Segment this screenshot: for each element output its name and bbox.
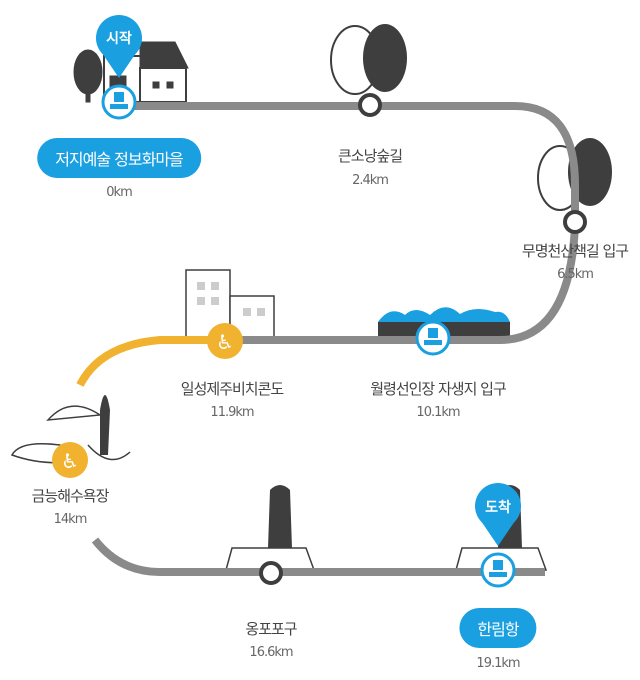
stop-name: 월령선인장 자생지 입구 <box>370 380 507 398</box>
route-line <box>91 537 545 576</box>
waypoint-icon[interactable] <box>259 561 283 585</box>
stop-name: 일성제주비치콘도 <box>180 380 284 398</box>
stop-distance: 14km <box>53 512 88 527</box>
bus-stop-icon[interactable] <box>480 552 516 588</box>
stop-distance: 6.5km <box>557 267 594 282</box>
end-pin-icon <box>475 483 521 546</box>
accessible-route-line <box>76 336 222 387</box>
wheelchair-icon[interactable]: ♿ <box>52 442 88 478</box>
stop-distance: 2.4km <box>352 173 389 188</box>
forest-illustration <box>330 24 612 211</box>
start-pin-icon <box>96 15 142 78</box>
stop-name-start[interactable]: 저지예술 정보화마을 <box>37 138 201 178</box>
stop-name: 무명천산책길 입구 <box>521 242 629 260</box>
stop-distance: 16.6km <box>249 645 293 660</box>
stop-name-end[interactable]: 한림항 <box>459 608 537 648</box>
end-pin-label: 도착 <box>485 500 511 516</box>
stop-distance: 0km <box>106 185 132 200</box>
stop-name: 옹포포구 <box>245 620 297 638</box>
waypoint-icon[interactable] <box>358 93 382 117</box>
stop-name: 큰소낭숲길 <box>337 147 403 165</box>
start-pin-label: 시작 <box>106 31 132 47</box>
svg-text:♿: ♿ <box>216 330 234 354</box>
stop-distance: 19.1km <box>476 656 520 671</box>
buildings-illustration <box>185 269 275 339</box>
waypoint-icon[interactable] <box>563 210 587 234</box>
svg-text:♿: ♿ <box>61 449 79 473</box>
stop-distance: 10.1km <box>416 405 460 420</box>
wheelchair-icon[interactable]: ♿ <box>207 323 243 359</box>
bus-stop-icon[interactable] <box>415 320 451 356</box>
stop-distance: 11.9km <box>210 405 254 420</box>
bus-stop-icon[interactable] <box>101 84 137 120</box>
stop-name: 금능해수욕장 <box>31 487 110 505</box>
